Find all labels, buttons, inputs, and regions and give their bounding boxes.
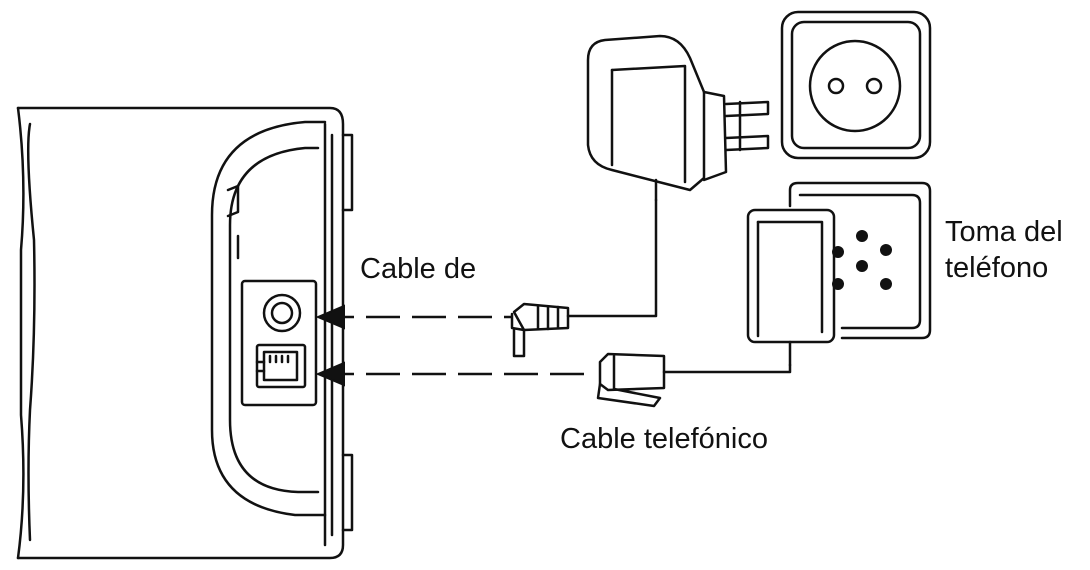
power-adapter-icon xyxy=(586,34,770,202)
jack-hole-3 xyxy=(832,246,844,258)
power-cable-label: Cable de xyxy=(360,253,477,285)
wall-socket-icon xyxy=(780,10,932,160)
phone-jack-label: Toma del teléfono xyxy=(945,214,1063,286)
phone-cable-label: Cable telefónico xyxy=(560,423,768,455)
phone-cable xyxy=(320,363,792,376)
phone-jack-label-line2: teléfono xyxy=(945,252,1049,284)
rj11-plug-icon xyxy=(596,352,666,408)
power-cable xyxy=(320,198,658,319)
jack-hole-6 xyxy=(832,278,844,290)
jack-hole-2 xyxy=(880,244,892,256)
jack-hole-1 xyxy=(856,230,868,242)
dc-plug-icon xyxy=(510,302,570,358)
arrow-icon xyxy=(315,304,345,330)
jack-hole-4 xyxy=(856,260,868,272)
phone-jack-label-line1: Toma del xyxy=(945,216,1063,248)
arrow-icon xyxy=(315,361,345,387)
jack-hole-5 xyxy=(880,278,892,290)
base-station-icon xyxy=(16,106,354,560)
phone-wall-jack-icon xyxy=(746,181,932,367)
